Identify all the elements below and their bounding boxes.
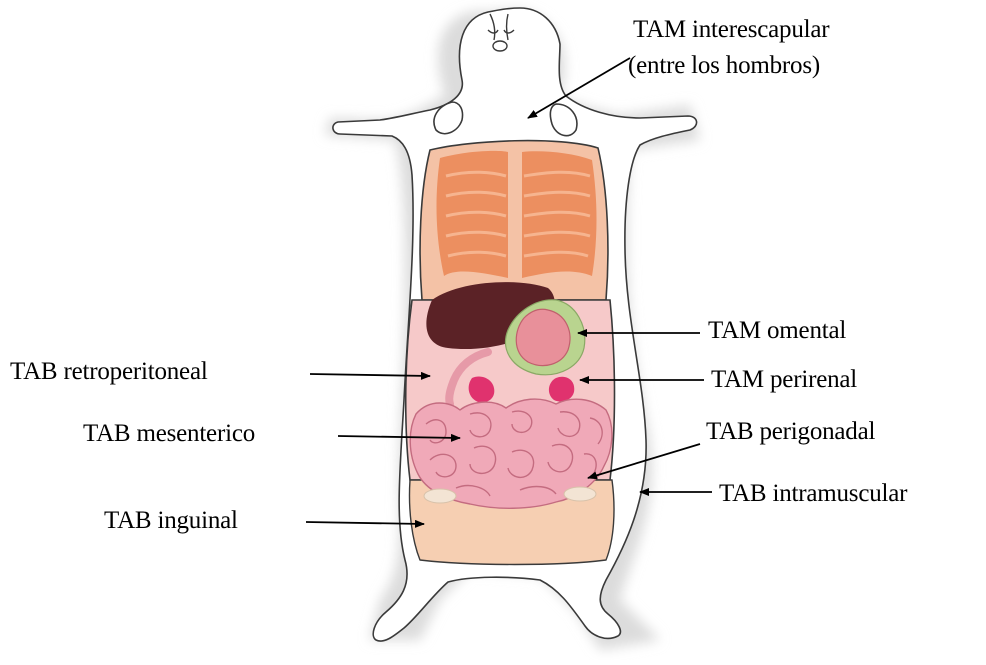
label-tab-mesenterico: TAB mesenterico <box>83 420 255 448</box>
label-tam-interescapular-note: (entre los hombros) <box>628 52 820 80</box>
thoracic-cavity <box>420 141 608 300</box>
label-tam-perirenal: TAM perirenal <box>711 366 857 394</box>
label-tab-retroperitoneal: TAB retroperitoneal <box>10 358 208 386</box>
label-tam-interescapular: TAM interescapular <box>633 16 829 44</box>
label-tam-omental: TAM omental <box>708 317 846 345</box>
label-tab-inguinal: TAB inguinal <box>104 507 238 535</box>
label-tab-perigonadal: TAB perigonadal <box>706 418 875 446</box>
right-kidney <box>549 377 574 402</box>
label-tab-intramuscular: TAB intramuscular <box>719 480 907 508</box>
